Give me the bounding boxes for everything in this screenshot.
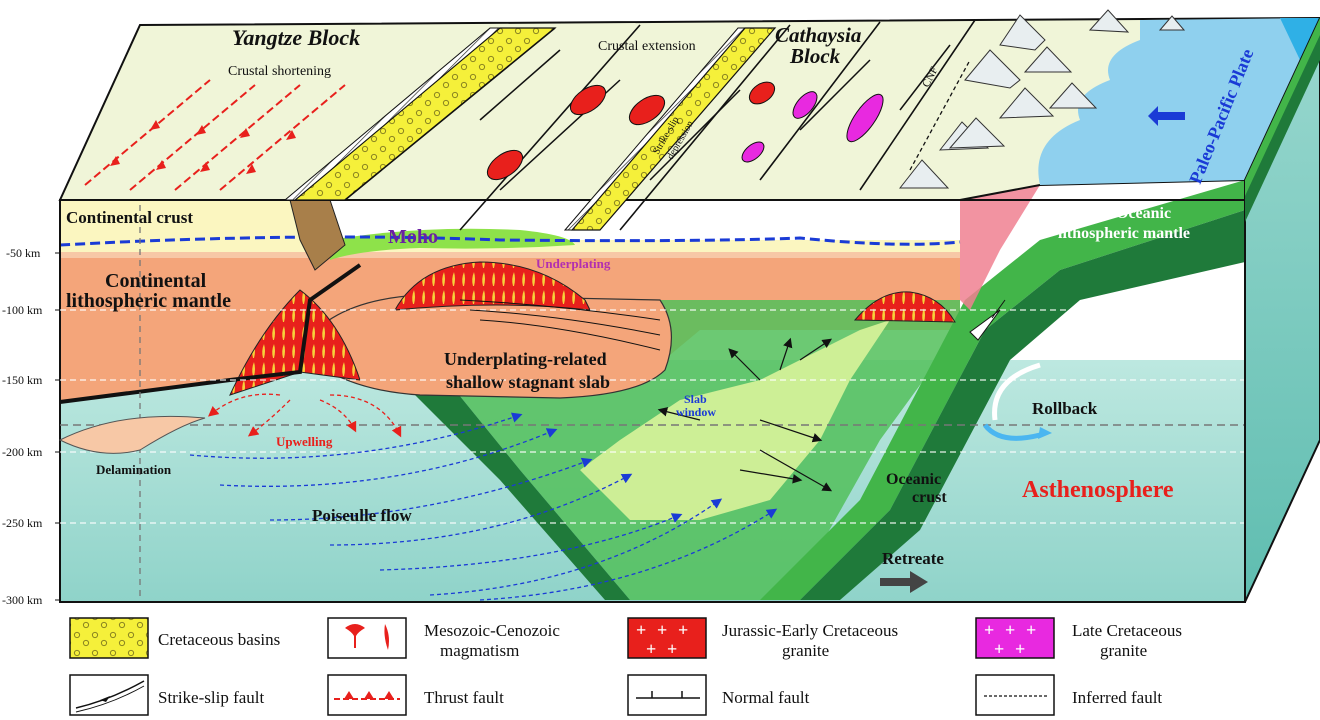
svg-text:+: + (1005, 620, 1015, 640)
delaminated-block (58, 415, 206, 454)
inferred-fault-symbol (975, 674, 1055, 716)
svg-text:+: + (984, 620, 994, 640)
flow-arrows (189, 106, 1185, 601)
poiseulle-label: Poiseulle flow (312, 506, 412, 525)
cretaceous-basin-swatch (69, 617, 149, 659)
jurassic-granites (486, 81, 776, 181)
asthenosphere-label: Asthenosphere (1022, 477, 1174, 503)
paleo-pacific-ocean (1038, 18, 1320, 185)
depth-tick-50: -50 km (6, 246, 41, 260)
strike-slip-fault-symbol (69, 674, 149, 716)
jurassic-granite-swatch (627, 617, 707, 659)
legend-magmatism-1: Mesozoic-Cenozoic (424, 621, 560, 640)
legend-magmatism-2: magmatism (440, 641, 519, 660)
stagnant-label-1: Underplating-related (444, 349, 607, 369)
delamination-label: Delamination (96, 462, 172, 477)
svg-text:+: + (636, 620, 646, 640)
crustal-extension-label: Crustal extension (598, 39, 696, 54)
oceanic-crust-label-1: Oceanic (886, 471, 941, 488)
slab-window-label-2: window (676, 405, 716, 419)
depth-tick-150: -150 km (2, 373, 43, 387)
front-face (59, 40, 1320, 603)
moho-line (59, 235, 961, 247)
stagnant-label-2: shallow stagnant slab (446, 372, 610, 392)
svg-text:+: + (1015, 639, 1025, 659)
svg-text:+: + (678, 620, 688, 640)
depth-tick-100: -100 km (2, 303, 43, 317)
magmatism-symbols (327, 617, 407, 659)
clm-label-2: lithospheric mantle (66, 290, 231, 312)
depth-tick-200: -200 km (2, 445, 43, 459)
legend-cretaceous-basins: Cretaceous basins (158, 630, 280, 649)
legend-strike-slip: Strike-slip fault (158, 688, 265, 707)
legend-late-cretaceous-1: Late Cretaceous (1072, 621, 1182, 640)
depth-axis: -50 km -100 km -150 km -200 km -250 km -… (2, 246, 60, 607)
oceanic-crust-label-2: crust (912, 489, 947, 506)
late-cretaceous-granites (741, 91, 884, 163)
underplating-label: Underplating (536, 256, 611, 271)
magma-dome-right (853, 291, 956, 323)
svg-text:+: + (1026, 620, 1036, 640)
svg-text:+: + (657, 620, 667, 640)
late-cretaceous-granite-swatch (975, 617, 1055, 659)
legend-inferred-fault: Inferred fault (1072, 688, 1162, 707)
legend-late-cretaceous-2: granite (1100, 641, 1147, 660)
thrust-faults (84, 79, 346, 191)
top-surface (58, 9, 1320, 231)
normal-fault-symbol (627, 674, 707, 716)
clm-label-1: Continental (105, 270, 207, 292)
cathaysia-label-2: Block (789, 44, 841, 68)
magma-dome-center (394, 261, 591, 311)
slab-window-label-1: Slab (684, 392, 707, 406)
legend-normal-fault: Normal fault (722, 688, 810, 707)
svg-text:+: + (994, 639, 1004, 659)
legend-thrust-fault: Thrust fault (424, 688, 504, 707)
continental-crust-label: Continental crust (66, 208, 193, 227)
continental-crust-layer (60, 200, 960, 258)
legend: Cretaceous basins Mesozoic-Cenozoic magm… (69, 617, 1182, 716)
upwelling-label: Upwelling (276, 434, 333, 449)
legend-jurassic-1: Jurassic-Early Cretaceous (722, 621, 898, 640)
depth-tick-300: -300 km (2, 593, 43, 607)
moho-label: Moho (388, 226, 438, 248)
oceanic-lithospheric-mantle (800, 210, 1245, 600)
svg-text:+: + (667, 639, 677, 659)
subducting-slab (760, 180, 1245, 600)
cathaysia-label-1: Cathaysia (775, 23, 861, 47)
yangtze-block-label: Yangtze Block (232, 25, 360, 50)
magma-dome-left (229, 289, 361, 396)
mountains (898, 9, 1186, 189)
depth-tick-250: -250 km (2, 516, 43, 530)
svg-text:+: + (646, 639, 656, 659)
crustal-shortening-label: Crustal shortening (228, 64, 331, 79)
rollback-label: Rollback (1032, 399, 1098, 418)
olm-label-1: Oceanic (1116, 205, 1171, 222)
olm-label-2: lithospheric mantle (1058, 225, 1190, 242)
retreate-label: Retreate (882, 549, 944, 568)
legend-jurassic-2: granite (782, 641, 829, 660)
